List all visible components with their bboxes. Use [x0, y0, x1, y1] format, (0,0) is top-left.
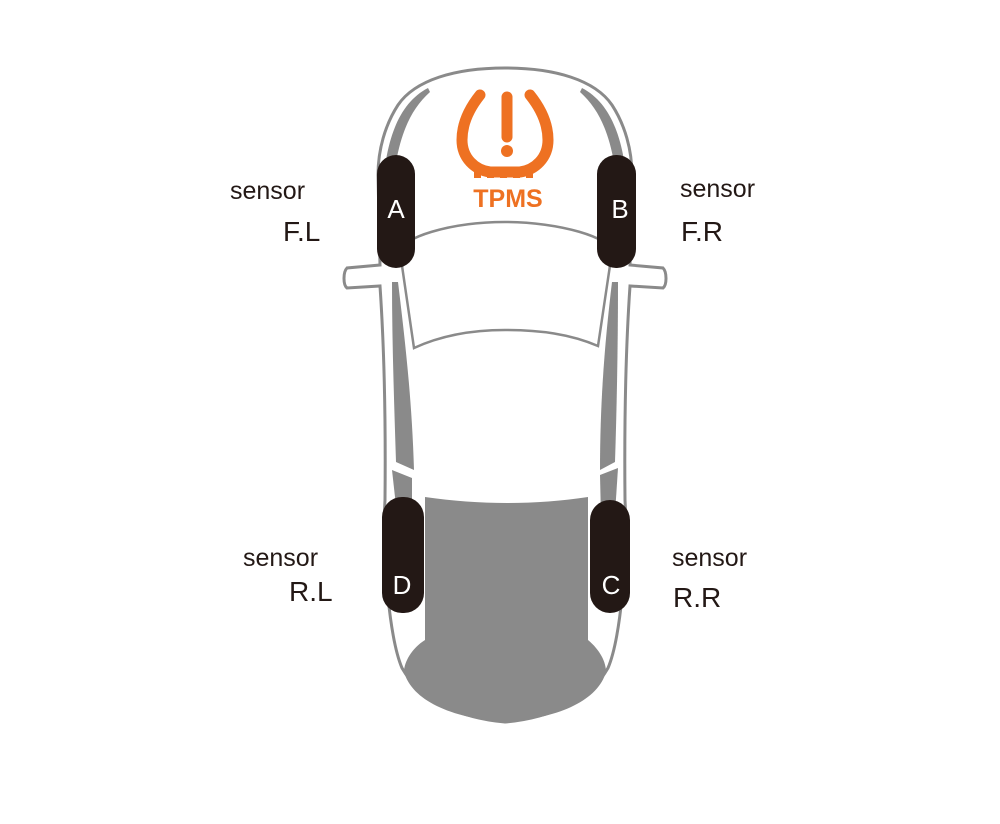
tire-b-letter: B: [611, 194, 628, 224]
tire-d[interactable]: [382, 497, 424, 613]
tpms-treads: [474, 168, 533, 178]
right-front-pillar: [580, 88, 624, 162]
position-label-rr: R.R: [673, 582, 722, 613]
rear-window-roof: [404, 497, 606, 722]
windshield: [398, 220, 614, 350]
tire-c-letter: C: [602, 570, 621, 600]
sensor-label-rl: sensor: [243, 544, 319, 572]
right-side-strip: [600, 282, 618, 470]
tire-d-letter: D: [393, 570, 412, 600]
sensor-label-rr: sensor: [672, 544, 748, 572]
left-front-pillar: [386, 88, 430, 162]
tpms-label: TPMS: [473, 185, 542, 213]
tire-a-letter: A: [387, 194, 405, 224]
position-label-rl: R.L: [289, 576, 333, 607]
tire-c[interactable]: [590, 500, 630, 613]
tire-b[interactable]: [597, 155, 636, 268]
tpms-dot: [501, 145, 513, 157]
position-label-fl: F.L: [283, 216, 321, 247]
sensor-label-fl: sensor: [230, 177, 306, 205]
sensor-label-fr: sensor: [680, 175, 756, 203]
left-side-strip: [392, 282, 414, 470]
position-label-fr: F.R: [681, 216, 723, 247]
tire-a[interactable]: [377, 155, 415, 268]
